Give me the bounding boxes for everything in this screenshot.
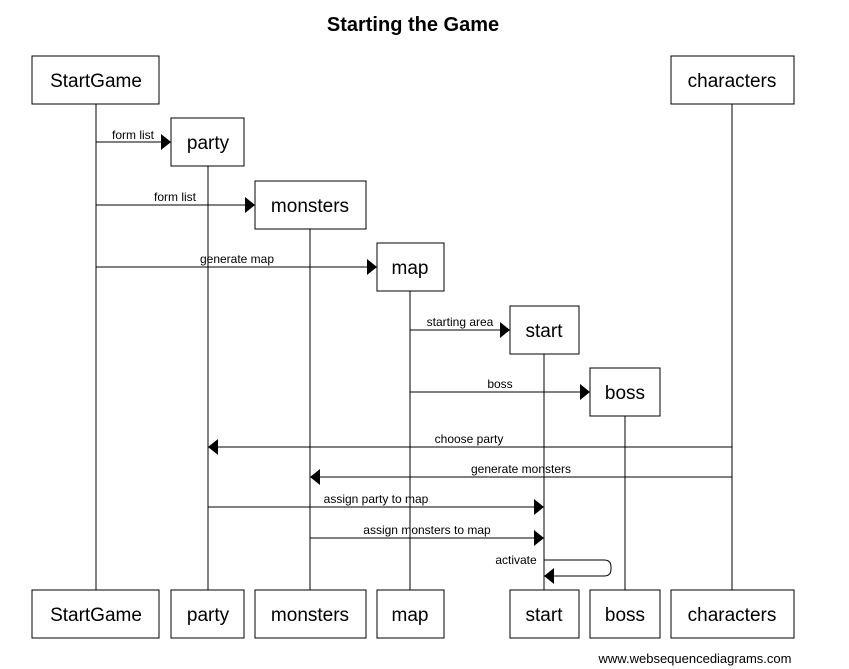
message-boss: boss [410, 377, 590, 400]
arrowhead-right [500, 322, 510, 338]
participant-label: map [392, 258, 429, 279]
participant-label: boss [605, 383, 645, 404]
participant-label: party [187, 605, 230, 626]
participant-startgame-top: StartGame [31, 55, 160, 105]
message-form-list-party: form list [96, 128, 171, 150]
participant-characters-bottom: characters [670, 589, 795, 639]
participant-start-bottom: start [509, 589, 580, 639]
footer-watermark[interactable]: www.websequencediagrams.com [598, 651, 792, 666]
diagram-title: Starting the Game [327, 14, 499, 36]
participant-label: start [526, 605, 564, 626]
message-choose-party: choose party [208, 432, 732, 455]
participant-party-top: party [170, 117, 245, 167]
participant-label: StartGame [50, 71, 142, 92]
message-generate-monsters: generate monsters [310, 462, 732, 485]
message-label: generate monsters [471, 462, 571, 476]
message-starting-area: starting area [410, 315, 510, 338]
arrowhead-left [208, 439, 218, 455]
message-assign-monsters-to-map: assign monsters to map [310, 523, 544, 546]
participant-label: characters [688, 605, 777, 626]
message-label: form list [154, 190, 197, 204]
arrowhead-left [310, 469, 320, 485]
participant-label: boss [605, 605, 645, 626]
arrowhead-right [534, 530, 544, 546]
message-generate-map: generate map [96, 252, 377, 275]
arrowhead-right [245, 197, 255, 213]
participant-label: monsters [271, 196, 349, 217]
participant-label: start [526, 321, 564, 342]
participant-monsters-bottom: monsters [254, 589, 367, 639]
participant-boss-top: boss [589, 367, 661, 417]
message-label: assign monsters to map [363, 523, 491, 537]
message-label: form list [112, 128, 155, 142]
lifelines [95, 104, 733, 590]
arrowhead-right [161, 134, 171, 150]
message-label: boss [487, 377, 512, 391]
participant-start-top: start [509, 305, 580, 355]
participant-label: characters [688, 71, 777, 92]
participant-characters-top: characters [670, 55, 795, 105]
participant-startgame-bottom: StartGame [31, 589, 160, 639]
message-label: generate map [200, 252, 274, 266]
participant-boss-bottom: boss [589, 589, 661, 639]
message-form-list-monsters: form list [96, 190, 255, 213]
message-assign-party-to-map: assign party to map [208, 492, 544, 515]
participant-label: monsters [271, 605, 349, 626]
message-label: starting area [427, 315, 494, 329]
message-label: activate [495, 553, 537, 567]
message-label: assign party to map [324, 492, 429, 506]
message-activate: activate [495, 553, 612, 584]
arrowhead-right [534, 499, 544, 515]
participant-monsters-top: monsters [254, 180, 367, 230]
participant-map-bottom: map [376, 589, 445, 639]
participant-map-top: map [376, 242, 445, 292]
participant-label: map [392, 605, 429, 626]
participant-party-bottom: party [170, 589, 245, 639]
arrowhead-right [580, 384, 590, 400]
participant-label: StartGame [50, 605, 142, 626]
arrowhead-right [367, 259, 377, 275]
message-label: choose party [435, 432, 504, 446]
participant-label: party [187, 133, 230, 154]
arrowhead-left [544, 568, 554, 584]
